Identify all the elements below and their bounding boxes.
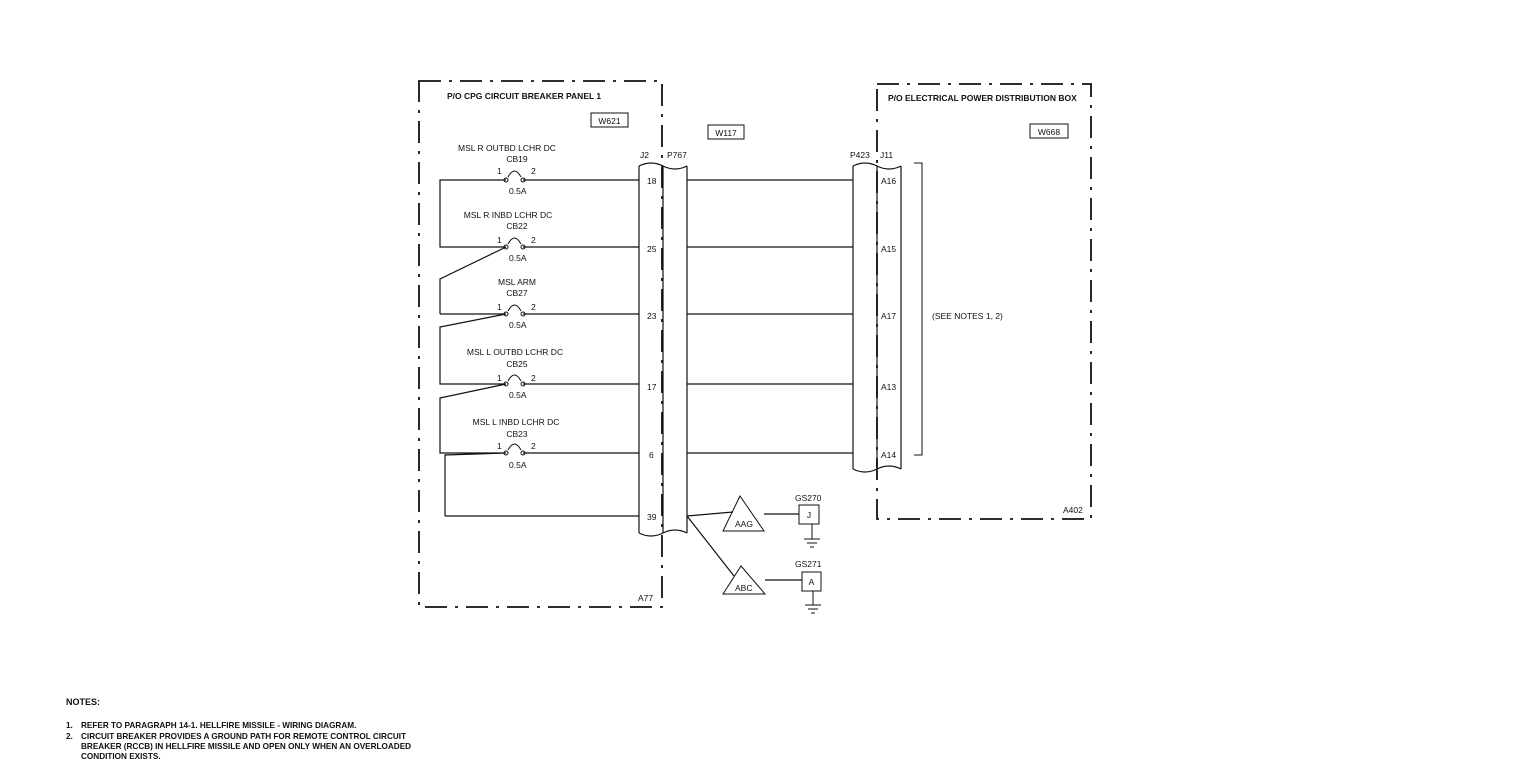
- breaker-id: CB23: [506, 429, 528, 439]
- terminal-1-label: 1: [497, 441, 502, 451]
- ground-symbol-icon: [805, 591, 821, 614]
- far-pin-label: A15: [881, 244, 896, 254]
- ground-pin-label: 39: [647, 512, 657, 522]
- gs270-stud-box: [798, 504, 820, 525]
- breaker-arc-icon: [507, 443, 522, 451]
- breaker-rating: 0.5A: [509, 320, 527, 330]
- breaker-cb23: MSL L INBD LCHR DC CB23 1 2 0.5A 6 A14: [473, 417, 897, 470]
- ground-symbol-icon: [804, 524, 820, 548]
- breaker-cb25: MSL L OUTBD LCHR DC CB25 1 2 0.5A 17 A13: [467, 347, 896, 400]
- far-pin-label: A16: [881, 176, 896, 186]
- breaker-name: MSL R INBD LCHR DC: [464, 210, 552, 220]
- breaker-id: CB19: [506, 154, 528, 164]
- breaker-arc-icon: [507, 304, 522, 312]
- w668-tag-box: [1029, 123, 1069, 139]
- breaker-name: MSL L INBD LCHR DC: [473, 417, 560, 427]
- breaker-rating: 0.5A: [509, 186, 527, 196]
- p767-label: P767: [667, 150, 687, 160]
- breaker-bus-wire: [439, 179, 507, 516]
- terminal-1-label: 1: [497, 235, 502, 245]
- splice-abc-icon: [722, 565, 767, 595]
- far-pin-label: A17: [881, 311, 896, 321]
- terminal-2-label: 2: [531, 441, 536, 451]
- note-1: 1. REFER TO PARAGRAPH 14-1. HELLFIRE MIS…: [66, 721, 441, 731]
- circuit-breaker-panel-boundary: [418, 80, 663, 608]
- gs271-stud: A: [809, 577, 815, 587]
- breaker-arc-icon: [507, 170, 522, 178]
- right-panel-ref: A402: [1063, 505, 1083, 515]
- splice-aag-label: AAG: [735, 519, 753, 529]
- pin-label: 17: [647, 382, 657, 392]
- see-notes-label: (SEE NOTES 1, 2): [932, 311, 1003, 321]
- pin-label: 6: [649, 450, 654, 460]
- w117-cable-wires: [687, 179, 853, 454]
- breaker-rating: 0.5A: [509, 253, 527, 263]
- w117-tag-box: [707, 124, 745, 140]
- breaker-id: CB27: [506, 288, 528, 298]
- w117-tag: W117: [715, 128, 737, 138]
- right-panel-title: P/O ELECTRICAL POWER DISTRIBUTION BOX: [888, 93, 1077, 103]
- pin-label: 23: [647, 311, 657, 321]
- terminal-2-label: 2: [531, 302, 536, 312]
- notes-bracket: [914, 162, 923, 456]
- notes-section: NOTES: 1. REFER TO PARAGRAPH 14-1. HELLF…: [66, 697, 441, 763]
- notes-header: NOTES:: [66, 697, 101, 707]
- breaker-id: CB22: [506, 221, 528, 231]
- ground-wires: [686, 511, 735, 577]
- breaker-name: MSL L OUTBD LCHR DC: [467, 347, 563, 357]
- gs270-label: GS270: [795, 493, 822, 503]
- breaker-output-wires: [445, 179, 639, 517]
- gs271-label: GS271: [795, 559, 822, 569]
- note-text: REFER TO PARAGRAPH 14-1. HELLFIRE MISSIL…: [81, 721, 357, 730]
- p423-label: P423: [850, 150, 870, 160]
- gs270-stud: J: [807, 510, 811, 520]
- j2-p767-connector: [638, 162, 688, 537]
- far-pin-label: A13: [881, 382, 896, 392]
- w668-tag: W668: [1038, 127, 1060, 137]
- terminal-1-label: 1: [497, 302, 502, 312]
- note-text: CIRCUIT BREAKER PROVIDES A GROUND PATH F…: [81, 732, 412, 761]
- w621-tag: W621: [598, 116, 620, 126]
- left-panel-ref: A77: [638, 593, 653, 603]
- breaker-cb19: MSL R OUTBD LCHR DC CB19 1 2 0.5A 18 A16: [458, 143, 896, 196]
- terminal-2-label: 2: [531, 373, 536, 383]
- breaker-id: CB25: [506, 359, 528, 369]
- terminal-1-label: 1: [497, 373, 502, 383]
- breaker-rating: 0.5A: [509, 460, 527, 470]
- left-panel-title: P/O CPG CIRCUIT BREAKER PANEL 1: [447, 91, 601, 101]
- breaker-rating: 0.5A: [509, 390, 527, 400]
- j11-label: J11: [880, 150, 893, 160]
- terminal-2-label: 2: [531, 166, 536, 176]
- note-2: 2. CIRCUIT BREAKER PROVIDES A GROUND PAT…: [66, 732, 441, 762]
- p423-j11-connector: [852, 162, 902, 473]
- breaker-arc-icon: [507, 237, 522, 245]
- note-number: 2.: [66, 732, 73, 741]
- breaker-name: MSL R OUTBD LCHR DC: [458, 143, 556, 153]
- pin-label: 25: [647, 244, 657, 254]
- splice-aag-icon: [722, 495, 765, 532]
- pin-label: 18: [647, 176, 657, 186]
- breaker-cb22: MSL R INBD LCHR DC CB22 1 2 0.5A 25 A15: [464, 210, 897, 263]
- distribution-box-boundary: [876, 83, 1092, 520]
- w621-tag-box: [590, 112, 629, 128]
- j2-label: J2: [640, 150, 649, 160]
- far-pin-label: A14: [881, 450, 896, 460]
- note-number: 1.: [66, 721, 73, 730]
- breaker-cb27: MSL ARM CB27 1 2 0.5A 23 A17: [497, 277, 896, 330]
- terminal-1-label: 1: [497, 166, 502, 176]
- splice-abc-label: ABC: [735, 583, 752, 593]
- gs271-stud-box: [801, 571, 822, 592]
- terminal-2-label: 2: [531, 235, 536, 245]
- breaker-name: MSL ARM: [498, 277, 536, 287]
- breaker-arc-icon: [507, 374, 522, 382]
